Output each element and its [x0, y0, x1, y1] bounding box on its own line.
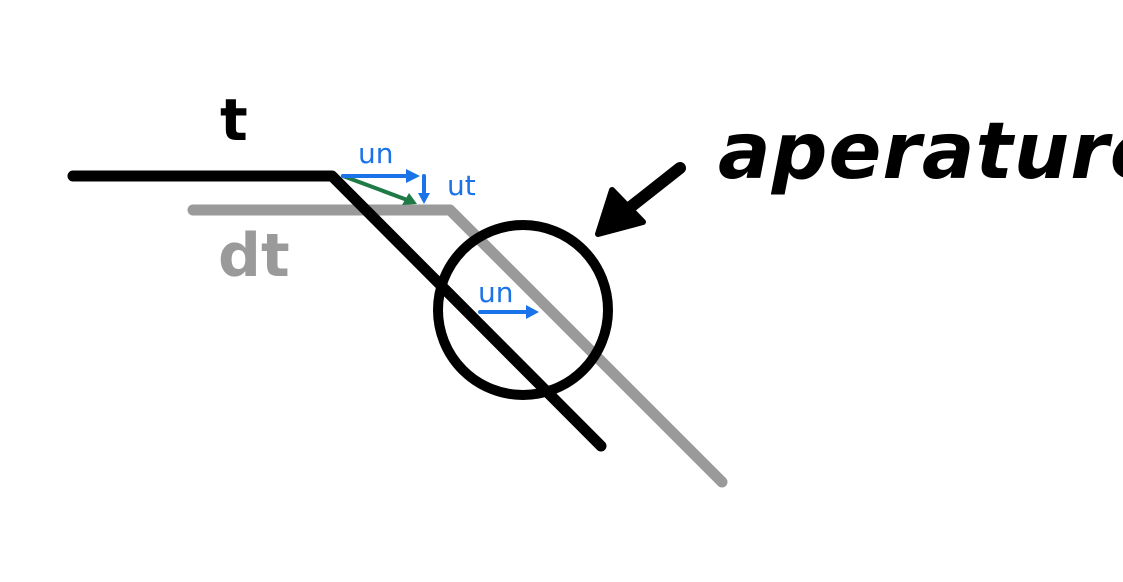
label-aperture: aperature [718, 107, 1123, 197]
resultant-vector [341, 174, 417, 205]
surface-dt-line [187, 204, 728, 488]
un-vector-top [341, 169, 420, 183]
label-un-top: un [358, 137, 394, 170]
aperture-circle [433, 220, 613, 400]
pointer-arrow-icon [595, 162, 686, 237]
ut-vector [418, 174, 430, 204]
label-ut: ut [447, 169, 476, 202]
surface-t-line [67, 170, 607, 452]
label-dt: dt [218, 221, 290, 291]
label-un-circle: un [478, 276, 514, 309]
label-t: t [220, 86, 248, 154]
un-vector-circle [478, 305, 539, 319]
